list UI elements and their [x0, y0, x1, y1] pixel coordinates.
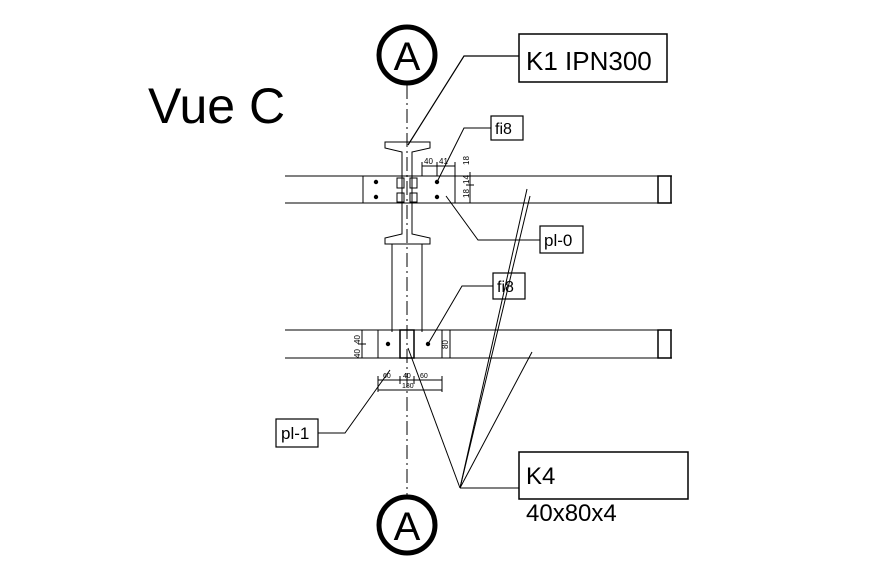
dim-label: 18: [462, 189, 471, 198]
bolt-hole: [373, 194, 379, 200]
callout-beam: K4 40x80x4: [407, 188, 689, 527]
callout-bolt-lower: fi8: [427, 272, 526, 345]
beam-tag-line2: 40x80x4: [526, 500, 617, 527]
callout-bolt-upper: fi8: [436, 115, 524, 183]
axis-marker-bottom-label: A: [394, 505, 421, 549]
column-tag-label: K1 IPN300: [526, 46, 652, 76]
beam-upper: [285, 175, 672, 204]
dim-label: 40: [353, 335, 362, 344]
dim-label: 40: [403, 373, 411, 380]
dim-label: 18: [462, 156, 471, 165]
plate-tag-upper-label: pl-0: [544, 231, 572, 250]
axis-marker-top-label: A: [394, 35, 421, 79]
dim-label: 41: [439, 157, 448, 166]
callout-column: K1 IPN300: [407, 33, 668, 146]
plate-upper: [362, 175, 456, 204]
bolt-hole: [385, 341, 391, 347]
bolt-tag-upper-label: fi8: [495, 121, 512, 138]
dim-label: 60: [383, 373, 391, 380]
dim-label: 180: [402, 383, 414, 390]
dimensions-lower: 60 40 60 180 40 40 80: [353, 330, 451, 392]
dim-label: 40: [353, 349, 362, 358]
dim-label: 40: [424, 157, 433, 166]
dimensions-upper: 40 41 18 14 18: [421, 156, 474, 204]
column-ipn300: [384, 141, 431, 332]
axis-marker-top: A: [376, 24, 438, 86]
callout-plate-lower: pl-1: [275, 369, 391, 448]
beam-tag-line1: K4: [526, 463, 555, 490]
plate-tag-lower-label: pl-1: [281, 424, 309, 443]
dim-label: 80: [441, 340, 450, 349]
bolt-tag-lower-label: fi8: [497, 279, 514, 296]
view-title: Vue C: [148, 78, 285, 134]
dim-label: 60: [420, 373, 428, 380]
beam-lower: [285, 329, 672, 359]
bolt-hole: [434, 194, 440, 200]
dim-label: 14: [462, 175, 471, 184]
bolt-hole: [373, 179, 379, 185]
axis-marker-bottom: A: [376, 494, 438, 556]
